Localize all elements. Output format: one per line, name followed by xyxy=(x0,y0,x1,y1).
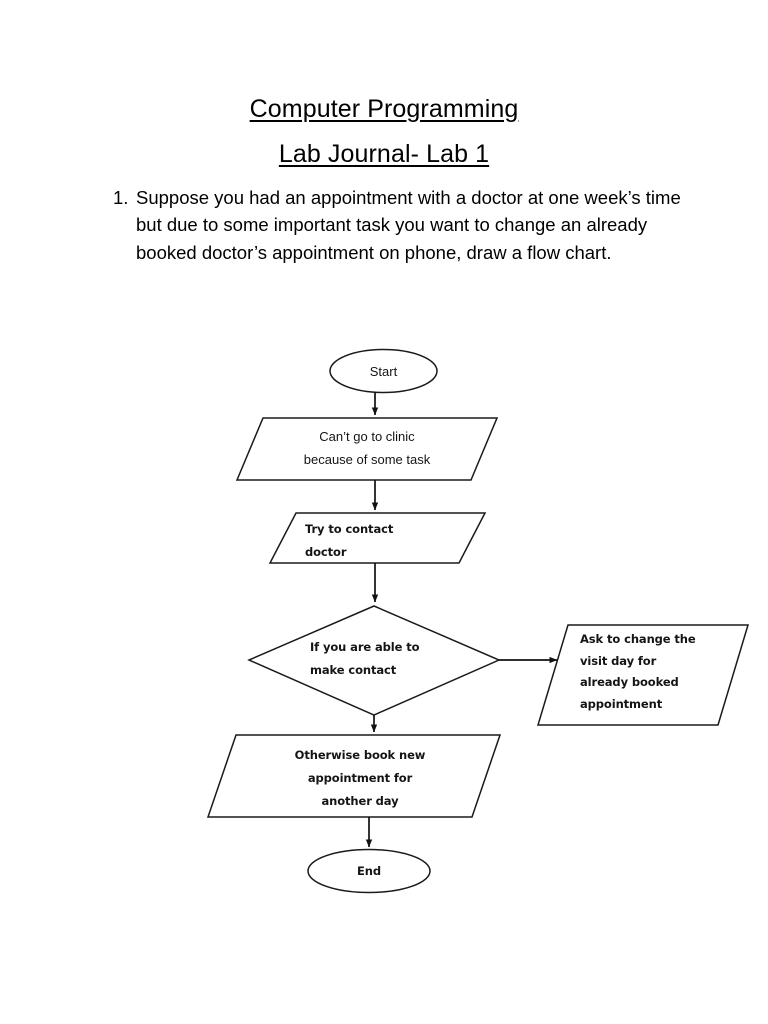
node-ask-label: Ask to change the visit day for already … xyxy=(580,629,730,715)
node-ask-line-4: appointment xyxy=(580,696,663,711)
node-contact-shape xyxy=(268,512,487,564)
node-ask-line-3: already booked xyxy=(580,675,679,689)
node-decision-line-1: If you are able to xyxy=(310,640,420,654)
node-clinic-shape xyxy=(235,417,499,481)
node-contact-line-2: doctor xyxy=(305,545,347,559)
node-start-label: Start xyxy=(369,364,398,379)
list-item-marker: 1. xyxy=(113,187,129,208)
node-decision-shape xyxy=(247,605,501,716)
page-subtitle: Lab Journal- Lab 1 xyxy=(278,140,490,168)
node-decision-line-2: make contact xyxy=(310,663,397,677)
question-list: 1. Suppose you had an appointment with a… xyxy=(113,184,683,266)
node-otherwise-line-3: another day xyxy=(321,794,399,808)
node-decision-label: If you are able to make contact xyxy=(310,636,500,682)
node-otherwise-line-2: appointment for xyxy=(307,771,413,785)
node-clinic-label: Can’t go to clinic because of some task xyxy=(237,425,497,471)
question-text: Suppose you had an appointment with a do… xyxy=(136,187,681,263)
node-end-label: End xyxy=(357,864,381,878)
node-ask-line-1: Ask to change the xyxy=(580,632,696,646)
list-item: 1. Suppose you had an appointment with a… xyxy=(113,184,683,266)
node-otherwise-shape xyxy=(206,734,502,818)
page-title: Computer Programming xyxy=(249,95,519,123)
node-start-shape xyxy=(329,348,438,394)
title-block: Computer Programming Lab Journal- Lab 1 xyxy=(0,92,768,171)
node-clinic-line-2: because of some task xyxy=(303,452,431,467)
node-contact-line-1: Try to contact xyxy=(305,522,394,536)
node-otherwise-label: Otherwise book new appointment for anoth… xyxy=(245,744,475,813)
node-end-shape xyxy=(307,848,431,894)
node-ask-shape xyxy=(536,624,750,726)
node-contact-label: Try to contact doctor xyxy=(305,518,485,564)
node-clinic-line-1: Can’t go to clinic xyxy=(319,429,415,444)
node-otherwise-line-1: Otherwise book new xyxy=(294,748,426,762)
node-ask-line-2: visit day for xyxy=(580,653,657,668)
